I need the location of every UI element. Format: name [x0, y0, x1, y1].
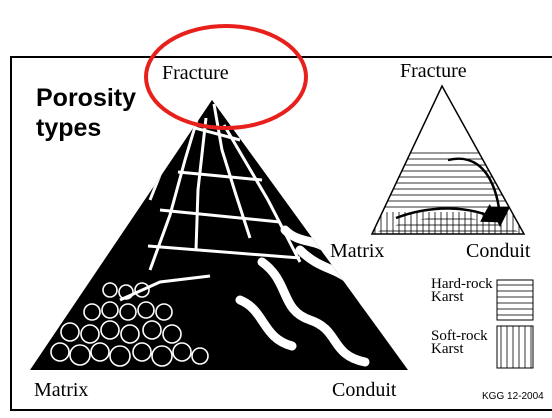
main-apex-conduit: Conduit: [332, 379, 396, 402]
mini-apex-matrix: Matrix: [330, 240, 384, 263]
legend-soft-rock-line-2: Karst: [431, 343, 488, 356]
legend-hard-rock-label: Hard-rock Karst: [431, 278, 493, 304]
credit-text: KGG 12-2004: [482, 391, 544, 402]
mini-apex-fracture: Fracture: [400, 60, 467, 83]
main-apex-matrix: Matrix: [34, 379, 88, 402]
legend-swatches: [497, 280, 533, 368]
legend-hard-rock-line-2: Karst: [431, 291, 493, 304]
legend-soft-rock-label: Soft-rock Karst: [431, 330, 488, 356]
hard-rock-swatch: [497, 280, 533, 320]
mini-apex-conduit: Conduit: [466, 240, 530, 263]
mini-ternary-diagram: [372, 86, 532, 234]
main-apex-fracture: Fracture: [162, 62, 229, 85]
porosity-triangle: [30, 100, 408, 370]
soft-rock-swatch: [497, 326, 533, 368]
